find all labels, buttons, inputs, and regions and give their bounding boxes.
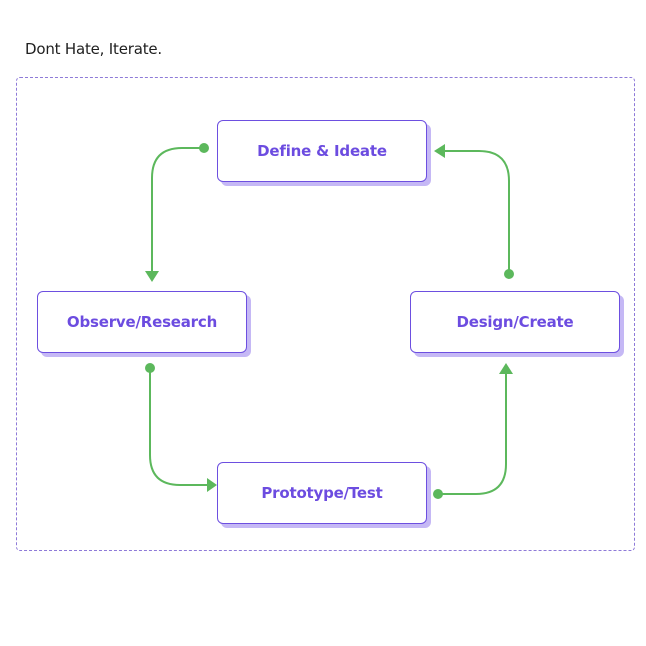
edge-define-to-observe — [151, 147, 204, 272]
edge-design-to-define — [444, 150, 510, 274]
edge-prototype-to-design — [438, 373, 507, 495]
edge-start-dot — [199, 143, 209, 153]
arrowhead-down — [145, 271, 159, 282]
page-title: Dont Hate, Iterate. — [25, 40, 162, 58]
node-design-create[interactable]: Design/Create — [410, 291, 620, 353]
edge-observe-to-prototype — [149, 368, 208, 486]
diagram-frame — [16, 77, 635, 551]
arrowhead-up — [499, 363, 513, 374]
edge-start-dot — [504, 269, 514, 279]
arrowhead-right — [207, 478, 217, 492]
node-prototype-test[interactable]: Prototype/Test — [217, 462, 427, 524]
arrowhead-left — [434, 144, 445, 158]
node-label: Prototype/Test — [261, 484, 383, 502]
node-label: Design/Create — [456, 313, 574, 331]
node-observe-research[interactable]: Observe/Research — [37, 291, 247, 353]
node-label: Observe/Research — [66, 313, 218, 331]
node-define-ideate[interactable]: Define & Ideate — [217, 120, 427, 182]
edge-start-dot — [433, 489, 443, 499]
edge-start-dot — [145, 363, 155, 373]
node-label: Define & Ideate — [257, 142, 387, 160]
